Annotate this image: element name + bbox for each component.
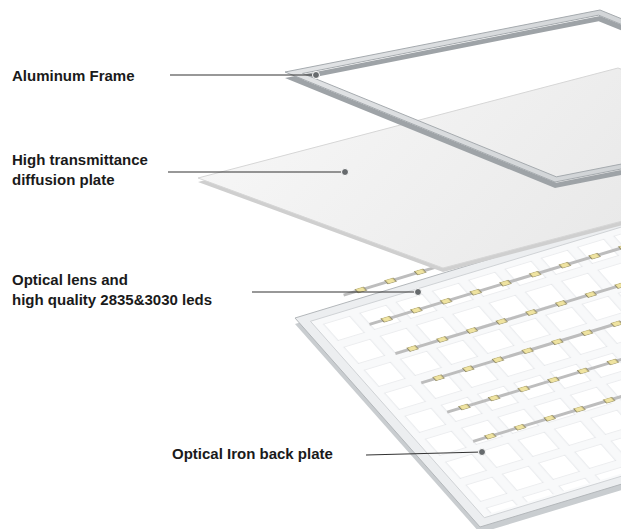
leader-dots [313,72,486,456]
part-label: Aluminum Frame [12,66,162,86]
diffusion-plate [198,68,621,272]
part-label: High transmittance diffusion plate [12,150,182,190]
aluminum-frame [285,10,621,188]
part-label: Optical lens and high quality 2835&3030 … [12,270,248,310]
leader-lines [168,75,482,455]
part-label: Optical Iron back plate [172,444,362,464]
